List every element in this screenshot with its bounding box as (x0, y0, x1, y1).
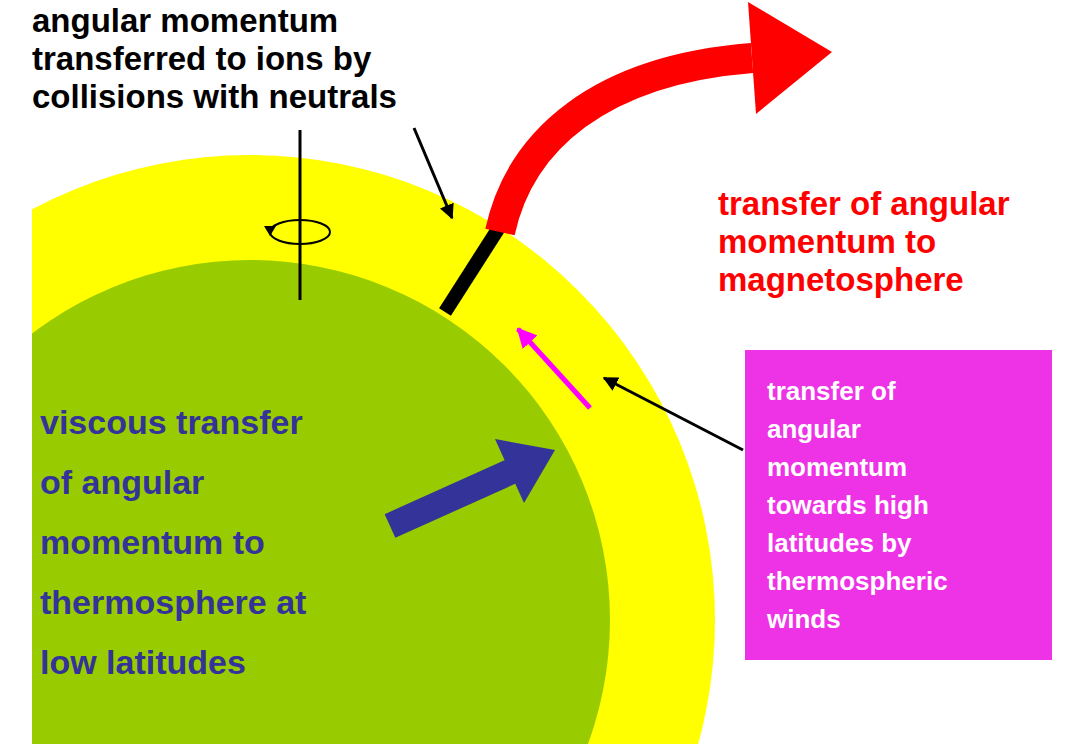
leader-line (414, 128, 452, 218)
leader-line (604, 378, 743, 450)
magnetosphere-arrow-head (748, 2, 832, 114)
thermosphere-shell (32, 155, 715, 744)
rotation-ellipse (270, 220, 330, 244)
planet-body (32, 260, 610, 744)
rotation-arrowhead (264, 226, 276, 236)
wind-arrow (518, 329, 590, 408)
viscous-label: viscous transfer of angular momentum to … (40, 392, 330, 692)
box-text: transfer of angular momentum towards hig… (767, 372, 967, 638)
rotation-axis (299, 130, 302, 300)
field-line-bar (445, 226, 500, 312)
planet-group (32, 155, 715, 744)
callout-label: angular momentum transferred to ions by … (32, 2, 432, 116)
viscous-arrow-shaft (390, 471, 512, 526)
text-box: transfer of angular momentum towards hig… (745, 350, 1052, 660)
magnetosphere-arrow-shaft (500, 58, 752, 232)
viscous-arrow-head (495, 439, 555, 503)
magnetosphere-label: transfer of angular momentum to magnetos… (718, 185, 1048, 299)
